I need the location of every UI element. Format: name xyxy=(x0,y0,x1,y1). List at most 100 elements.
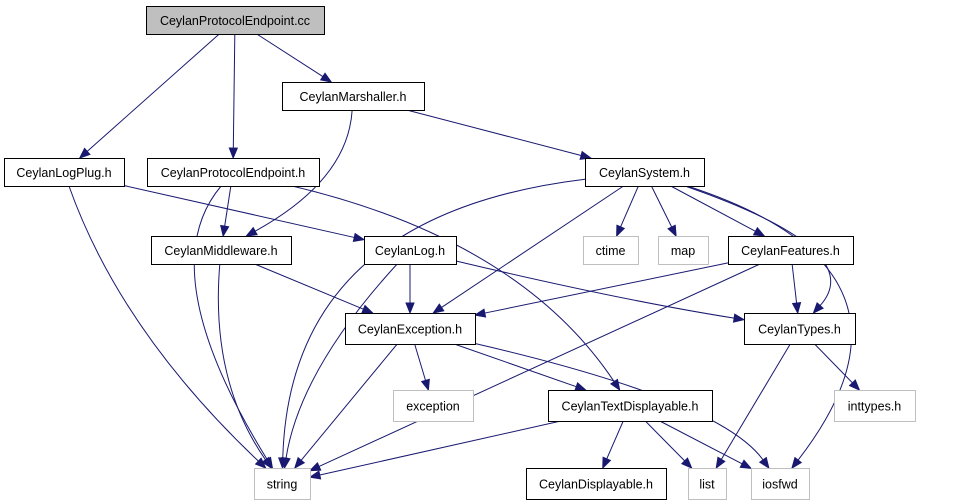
edge-line xyxy=(232,33,236,149)
edge-line xyxy=(318,263,761,467)
edge-exception_h-to-textdisp xyxy=(454,343,587,392)
node-box xyxy=(282,82,425,111)
edge-marshaller-to-middleware xyxy=(245,109,353,237)
node-label: map xyxy=(671,244,695,258)
node-label: CeylanProtocolEndpoint.h xyxy=(161,166,306,180)
edge-line xyxy=(291,185,615,382)
arrowhead xyxy=(293,456,306,470)
arrowhead xyxy=(78,147,91,159)
edge-marshaller-to-system xyxy=(406,109,593,160)
edge-root-to-protoh xyxy=(228,33,239,160)
edge-line xyxy=(217,263,266,461)
arrowhead xyxy=(739,459,753,470)
edge-types-to-list xyxy=(715,343,791,470)
edge-line xyxy=(620,185,639,228)
node-ctime: ctime xyxy=(583,236,639,265)
edge-log-to-string xyxy=(281,263,398,470)
arrowhead xyxy=(473,308,487,318)
arrowhead xyxy=(405,302,415,315)
edge-textdisp-to-iosfwd xyxy=(659,420,753,470)
arrowhead xyxy=(752,226,766,237)
edge-log-to-exception_h xyxy=(405,264,415,315)
node-marshaller[interactable]: CeylanMarshaller.h xyxy=(282,82,425,111)
arrowhead xyxy=(667,224,677,238)
edge-line xyxy=(650,185,673,228)
edge-line xyxy=(644,420,686,462)
node-root[interactable]: CeylanProtocolEndpoint.cc xyxy=(146,6,325,35)
node-label: CeylanMiddleware.h xyxy=(164,244,277,258)
node-middleware[interactable]: CeylanMiddleware.h xyxy=(151,236,292,265)
edge-features-to-types xyxy=(791,263,802,315)
edge-middleware-to-string xyxy=(217,263,272,470)
edge-system-to-iosfwd xyxy=(687,185,852,470)
edge-line xyxy=(670,185,756,232)
node-box xyxy=(254,468,311,500)
node-box xyxy=(658,236,709,265)
node-label: ctime xyxy=(596,244,626,258)
node-label: exception xyxy=(406,400,460,414)
node-types[interactable]: CeylanTypes.h xyxy=(744,313,856,345)
arrowhead xyxy=(848,379,861,391)
arrowhead xyxy=(220,224,230,238)
node-box xyxy=(147,158,320,187)
node-protoh[interactable]: CeylanProtocolEndpoint.h xyxy=(147,158,320,187)
edge-logplug-to-log xyxy=(123,185,366,242)
edge-features-to-exception_h xyxy=(473,262,729,318)
node-logplug[interactable]: CeylanLogPlug.h xyxy=(4,158,125,187)
arrowhead xyxy=(308,470,322,480)
node-box xyxy=(585,158,705,187)
arrowhead xyxy=(758,456,770,470)
edge-line xyxy=(455,260,735,319)
node-box xyxy=(151,236,292,265)
edge-line xyxy=(224,185,232,227)
node-system[interactable]: CeylanSystem.h xyxy=(585,158,705,187)
arrowhead xyxy=(281,456,291,470)
edge-line xyxy=(791,263,798,304)
arrowhead xyxy=(732,313,746,323)
edge-system-to-features xyxy=(670,185,766,237)
edge-line xyxy=(687,185,852,461)
edge-system-to-map xyxy=(650,185,677,238)
node-displayable[interactable]: CeylanDisplayable.h xyxy=(526,468,667,500)
arrowhead xyxy=(812,302,824,315)
node-label: CeylanLog.h xyxy=(375,244,445,258)
edge-root-to-marshaller xyxy=(256,33,333,83)
node-box xyxy=(834,390,916,422)
arrowhead xyxy=(602,456,612,470)
node-label: CeylanTextDisplayable.h xyxy=(562,400,699,414)
node-features[interactable]: CeylanFeatures.h xyxy=(728,236,854,265)
node-log[interactable]: CeylanLog.h xyxy=(364,236,457,265)
edge-line xyxy=(414,343,426,381)
edge-line xyxy=(300,343,398,461)
node-textdisp[interactable]: CeylanTextDisplayable.h xyxy=(548,390,713,422)
node-exception_h[interactable]: CeylanException.h xyxy=(345,313,476,345)
node-label: CeylanDisplayable.h xyxy=(539,478,653,492)
node-label: CeylanException.h xyxy=(358,323,462,337)
node-list: list xyxy=(688,468,727,500)
edge-line xyxy=(256,33,324,78)
node-box xyxy=(393,390,474,422)
node-label: iosfwd xyxy=(762,478,797,492)
arrowhead xyxy=(308,461,322,472)
edge-line xyxy=(814,343,853,384)
node-box xyxy=(751,468,810,500)
arrowhead xyxy=(715,456,726,470)
node-exception: exception xyxy=(393,390,474,422)
arrowhead xyxy=(432,303,445,314)
arrowhead xyxy=(791,302,802,315)
edge-line xyxy=(285,263,398,459)
node-box xyxy=(744,313,856,345)
arrowhead xyxy=(361,304,374,314)
edge-line xyxy=(406,109,582,156)
edge-log-to-types xyxy=(455,260,746,323)
node-box xyxy=(146,6,325,35)
arrowhead xyxy=(261,456,272,470)
node-box xyxy=(548,390,713,422)
edge-features-to-string xyxy=(308,263,761,472)
edge-line xyxy=(720,343,791,460)
node-map: map xyxy=(658,236,709,265)
edge-line xyxy=(282,178,586,459)
edge-line xyxy=(68,185,259,462)
edge-textdisp-to-list xyxy=(644,420,693,469)
